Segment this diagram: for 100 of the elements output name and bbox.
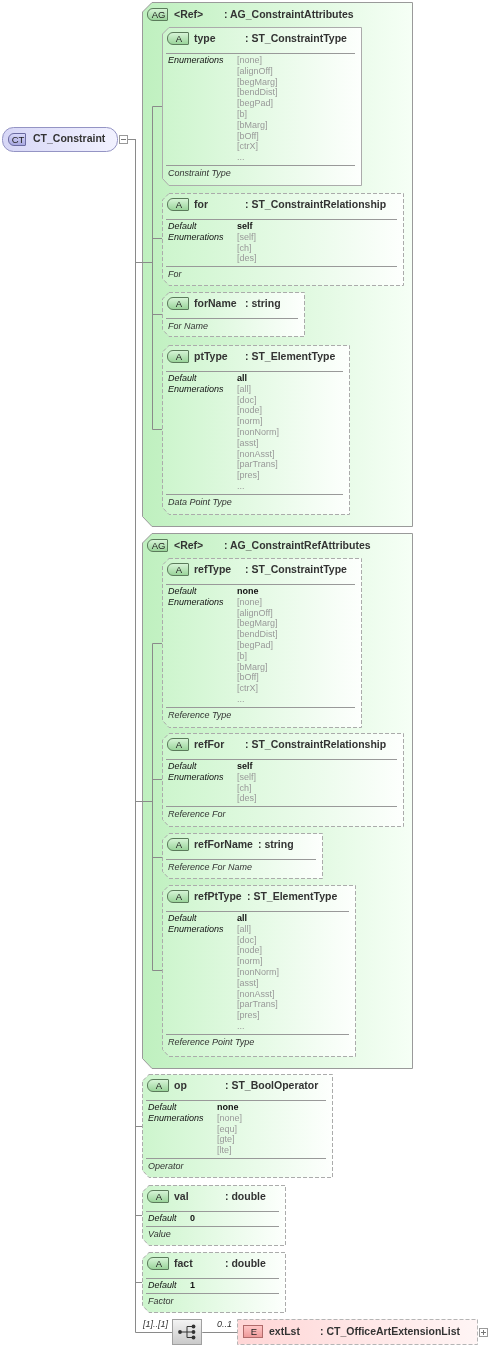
description-text: Operator [148,1160,184,1172]
node-name: <Ref> [174,8,204,21]
field-label: Enumerations [168,771,224,783]
enum-value: [nonAsst] [237,988,275,1000]
enum-value: [nonNorm] [237,427,280,438]
attribute-group-panel [142,533,413,1069]
field-label: Default [168,221,197,232]
enum-value: [node] [237,405,263,417]
type-name: : ST_ConstraintType [245,563,347,576]
attribute-box [142,1252,286,1313]
connector-line [201,1332,238,1333]
kind-badge: A [167,563,189,576]
enum-value: [bMarg] [237,119,268,131]
node-name: <Ref> [174,539,204,552]
kind-badge: E [243,1325,263,1338]
edge-label: 0..1 [217,1319,232,1330]
default-value: 0 [190,1213,195,1224]
enum-value: [pres] [237,470,260,481]
node-name: ptType [194,350,228,363]
root-node [2,127,128,152]
enum-value: [begMarg] [237,76,278,88]
default-value: none [217,1102,239,1113]
node-name: for [194,198,208,211]
field-label: Default [148,1213,177,1224]
type-name: : string [245,297,281,310]
description-text: Reference For Name [168,861,253,873]
kind-badge: A [167,297,189,310]
attribute-box [162,833,323,879]
enum-value: [doc] [237,394,257,406]
type-name: : string [258,838,294,851]
type-name: : AG_ConstraintRefAttributes [224,539,371,552]
field-label: Enumerations [148,1112,204,1124]
field-label: Default [168,913,197,924]
enum-value: [ch] [237,782,252,794]
enum-value: [doc] [237,934,257,946]
kind-badge: A [167,838,189,851]
enum-value: [alignOff] [237,607,273,619]
default-value: self [237,761,253,772]
enum-value: [bOff] [237,672,259,684]
cardinality-label: [1]..[1] [143,1319,168,1330]
type-name: : ST_ElementType [247,890,338,903]
node-name: val [174,1190,189,1203]
default-value: self [237,221,253,232]
attribute-box [142,1074,333,1178]
attribute-box [162,733,404,827]
default-value: all [237,373,247,384]
kind-badge: A [167,738,189,751]
description-text: For Name [168,320,208,332]
kind-badge: CT [8,133,26,146]
enum-value: [begMarg] [237,618,278,630]
compositor-box [172,1319,202,1345]
enum-value: [begPad] [237,98,274,109]
element-box [237,1319,478,1345]
description-text: Factor [148,1295,174,1307]
enum-value: [b] [237,650,247,662]
enum-value: [nonNorm] [237,967,280,978]
enum-value: [none] [217,1112,243,1124]
attribute-box [162,558,362,728]
default-value: none [237,586,259,597]
description-text: Reference Type [168,709,232,721]
enum-value: [ctrX] [237,141,258,153]
field-label: Default [168,761,197,772]
enum-value: ... [237,1021,245,1032]
enum-value: [self] [237,771,256,783]
type-name: : ST_ElementType [245,350,336,363]
field-label: Enumerations [168,231,224,243]
enum-value: [norm] [237,416,263,427]
enum-value: [all] [237,923,251,935]
attribute-box [142,1185,286,1246]
kind-badge: A [167,32,189,45]
enum-value: [all] [237,383,251,395]
enum-value: [pres] [237,1010,260,1021]
default-value: 1 [190,1280,195,1291]
enum-value: [nonAsst] [237,448,275,460]
type-name: : double [225,1190,266,1203]
description-text: For [168,268,182,280]
enum-value: ... [237,481,245,492]
field-label: Enumerations [168,383,224,395]
type-name: : ST_ConstraintRelationship [245,738,387,751]
kind-badge: AG [147,539,168,552]
description-text: Value [148,1228,171,1240]
node-name: type [194,32,216,45]
field-label: Default [148,1280,177,1291]
enum-value: [bMarg] [237,661,268,673]
node-name: CT_Constraint [33,132,106,145]
kind-badge: A [147,1079,169,1092]
node-name: op [174,1079,187,1092]
enum-value: [gte] [217,1134,235,1146]
enum-value: [self] [237,231,256,243]
attribute-box [162,193,404,286]
type-name: : ST_ConstraintType [245,32,347,45]
attribute-group-panel [142,2,413,527]
enum-value: [bOff] [237,130,259,142]
enum-value: [begPad] [237,640,274,651]
field-label: Default [168,586,197,597]
enum-value: ... [237,152,245,163]
attribute-box [162,27,362,186]
node-name: refFor [194,738,225,751]
attribute-box [162,345,350,515]
description-text: Data Point Type [168,496,232,508]
